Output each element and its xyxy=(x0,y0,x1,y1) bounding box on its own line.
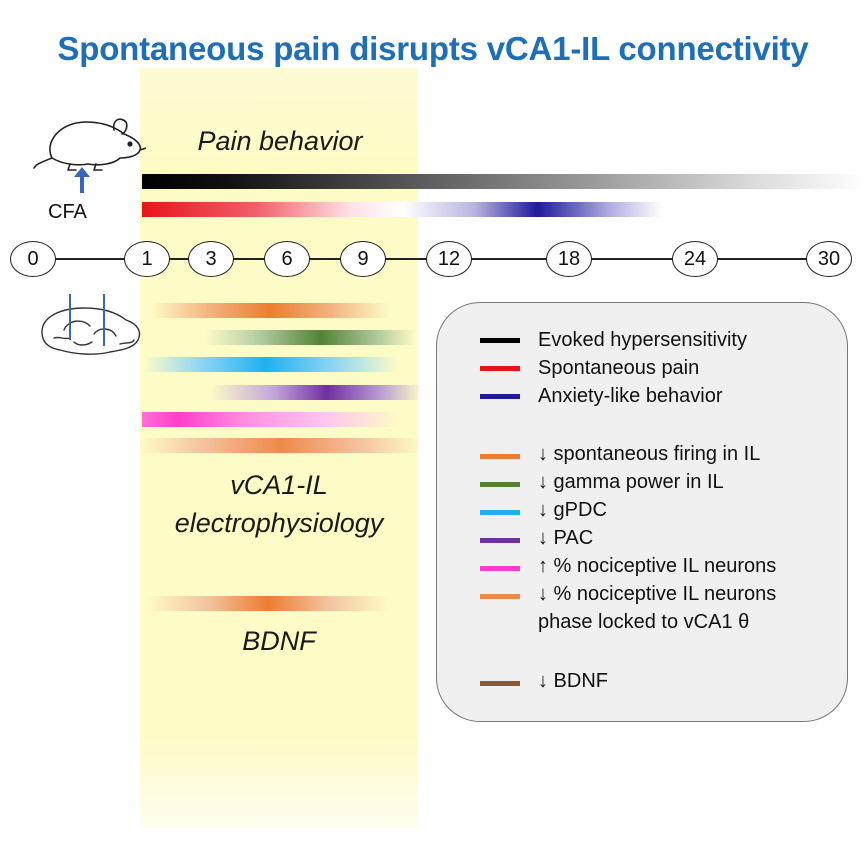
legend-item-nociceptive-down: ↓ % nociceptive IL neurons xyxy=(538,583,777,605)
day-tick-9: 9 xyxy=(340,241,386,277)
cfa-label: CFA xyxy=(48,201,87,223)
day-tick-12: 12 xyxy=(426,241,472,277)
page-title: Spontaneous pain disrupts vCA1-IL connec… xyxy=(57,30,809,67)
bdnf-label: BDNF xyxy=(242,626,316,656)
day-tick-3: 3 xyxy=(188,241,234,277)
ephys-label-line2: electrophysiology xyxy=(174,508,384,538)
up-arrow-icon xyxy=(74,167,90,193)
legend-swatch-spontaneous-pain xyxy=(480,366,520,371)
bar-gamma-power xyxy=(204,330,416,345)
legend-item-spontaneous-pain: Spontaneous pain xyxy=(538,357,700,379)
legend-swatch-anxiety xyxy=(480,394,520,399)
day-tick-6: 6 xyxy=(264,241,310,277)
day-tick-24: 24 xyxy=(672,241,718,277)
bar-bdnf xyxy=(146,596,390,611)
legend-swatch-nociceptive-up xyxy=(480,566,520,571)
legend-item-gamma: ↓ gamma power in IL xyxy=(538,471,724,493)
bar-pac xyxy=(210,385,422,400)
day-tick-18: 18 xyxy=(546,241,592,277)
legend-item-firing: ↓ spontaneous firing in IL xyxy=(538,443,761,465)
legend-swatch-firing xyxy=(480,454,520,459)
bar-evoked-hypersensitivity xyxy=(142,174,866,189)
ephys-label-line1: vCA1-IL xyxy=(230,470,328,500)
legend-item-pac: ↓ PAC xyxy=(538,527,594,549)
bar-nociceptive-increase xyxy=(142,412,400,427)
legend-item-nociceptive-up: ↑ % nociceptive IL neurons xyxy=(538,555,777,577)
day-tick-30: 30 xyxy=(806,241,852,277)
legend-swatch-pac xyxy=(480,538,520,543)
day-tick-1: 1 xyxy=(124,241,170,277)
mouse-icon xyxy=(33,118,146,171)
brain-icon xyxy=(41,294,141,355)
bar-spontaneous-firing xyxy=(150,303,390,318)
legend-item-evoked: Evoked hypersensitivity xyxy=(538,329,747,351)
day-tick-0: 0 xyxy=(10,241,56,277)
legend-item-bdnf: ↓ BDNF xyxy=(538,670,608,692)
legend-item-gpdc: ↓ gPDC xyxy=(538,499,607,521)
pain-behavior-label: Pain behavior xyxy=(197,126,363,156)
legend-swatch-gpdc xyxy=(480,510,520,515)
bar-gpdc xyxy=(144,357,398,372)
legend-swatch-bdnf xyxy=(480,681,520,686)
legend-swatch-nociceptive-down xyxy=(480,594,520,599)
bar-spontaneous-pain-anxiety xyxy=(142,202,662,217)
legend-item-phase-locked: phase locked to vCA1 θ xyxy=(538,611,750,633)
legend-swatch-evoked xyxy=(480,338,520,343)
bar-phase-locked xyxy=(140,438,422,453)
legend-item-anxiety: Anxiety-like behavior xyxy=(538,385,723,407)
legend-swatch-gamma xyxy=(480,482,520,487)
